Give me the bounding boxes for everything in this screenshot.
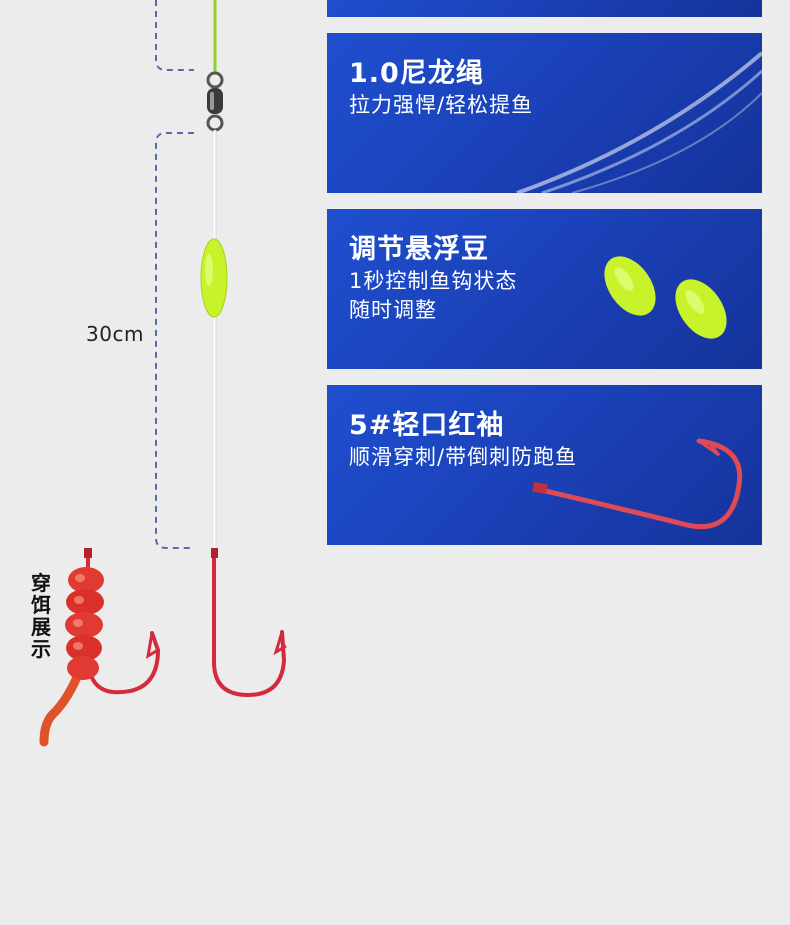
feature-title: 1.0尼龙绳 (349, 58, 484, 89)
feature-card-nylon: 1.0尼龙绳 拉力强悍/轻松提鱼 (327, 33, 762, 193)
feature-card-float: 调节悬浮豆 1秒控制鱼钩状态 随时调整 (327, 209, 762, 369)
main-hook-icon (212, 550, 287, 698)
feature-desc: 顺滑穿刺/带倒刺防跑鱼 (349, 445, 578, 469)
float-bead-icon (604, 256, 727, 339)
float-bead-icon (200, 238, 228, 318)
nylon-line-icon (516, 51, 762, 193)
swivel-icon (206, 71, 224, 132)
feature-card-hook: 5#轻口红袖 顺滑穿刺/带倒刺防跑鱼 (327, 385, 762, 545)
measure-dashed-bracket (155, 132, 194, 549)
bait-display-caption: 穿饵展示 (31, 571, 51, 661)
leader-length-label: 30cm (86, 322, 144, 346)
red-hook-icon (532, 438, 743, 530)
feature-title: 调节悬浮豆 (349, 234, 489, 265)
feature-card-partial (327, 0, 762, 17)
baited-hook-icon (39, 548, 161, 747)
feature-desc: 1秒控制鱼钩状态 随时调整 (349, 269, 518, 322)
feature-title: 5#轻口红袖 (349, 410, 505, 441)
feature-desc: 拉力强悍/轻松提鱼 (349, 93, 534, 117)
upper-dashed-bracket (155, 0, 194, 71)
